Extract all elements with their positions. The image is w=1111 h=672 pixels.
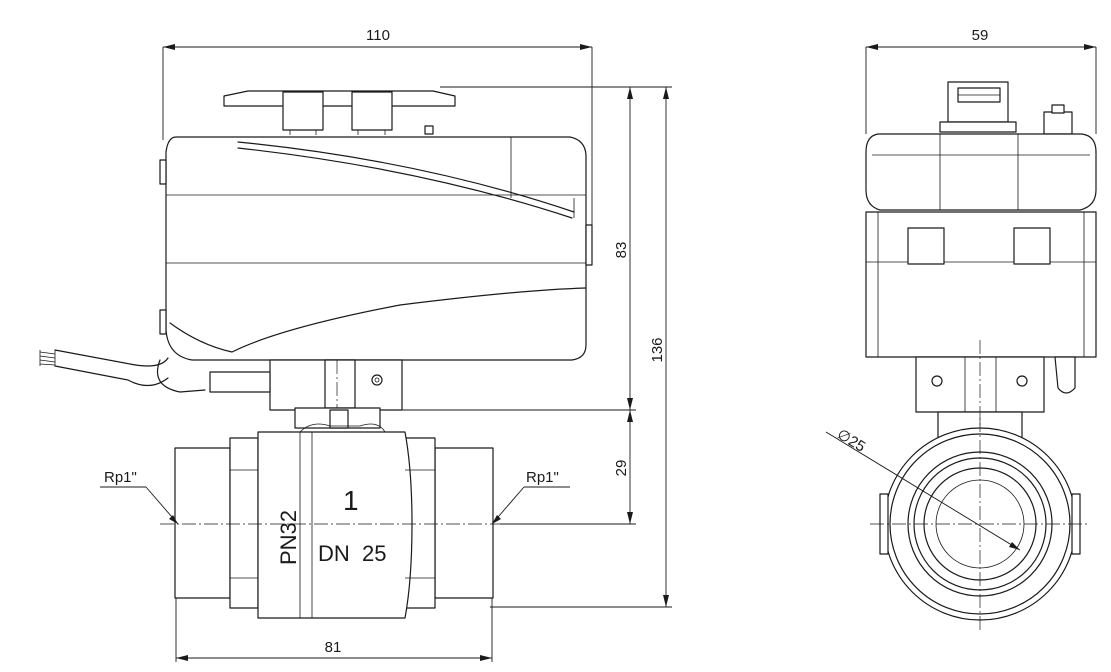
body-dn-label: DN: [318, 541, 350, 566]
thread-left-label: Rp1": [104, 469, 137, 486]
cable: [39, 349, 206, 393]
body-dn-size: 25: [362, 541, 386, 566]
dimension-110-label: 110: [366, 27, 390, 44]
dimension-29-label: 29: [613, 460, 630, 477]
side-housing: [865, 133, 1097, 358]
body-number: 1: [343, 485, 359, 516]
side-valve-ring: [870, 418, 1090, 630]
dimension-81: [175, 598, 493, 662]
actuator-handle: [223, 90, 456, 135]
dimension-136-label: 136: [649, 337, 666, 362]
diameter-label: ∅25: [834, 426, 868, 456]
valve-body: [160, 423, 520, 619]
dimension-83-label: 83: [613, 242, 630, 259]
diameter-leader: [825, 431, 1021, 551]
actuator-housing: [159, 136, 593, 361]
dimension-59-label: 59: [972, 27, 989, 44]
dimension-110: [162, 44, 593, 230]
side-view: 59 ∅25: [825, 27, 1097, 630]
thread-leaders: [100, 486, 570, 525]
side-handle: [939, 81, 1073, 135]
front-view: 1 PN32 DN 25 110 83: [39, 27, 672, 662]
coupling-bracket: [209, 359, 403, 429]
thread-right-label: Rp1": [526, 469, 559, 486]
dimension-vertical-set: [380, 86, 672, 608]
dimension-81-label: 81: [325, 639, 342, 656]
dimension-59: [865, 44, 1097, 134]
side-bracket: [915, 340, 1076, 450]
body-pressure-rating: PN32: [276, 510, 301, 565]
